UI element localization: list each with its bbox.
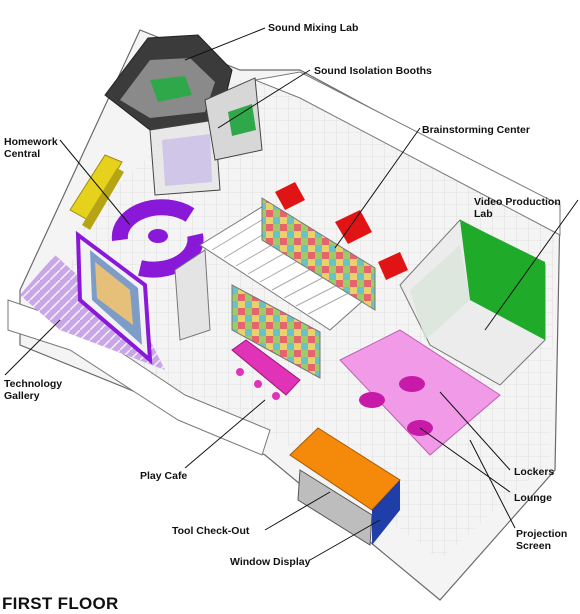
sound-isolation-booths	[149, 77, 263, 196]
homework-central-desks	[69, 154, 124, 230]
stair-mosaic-wall	[231, 284, 321, 379]
leader-lines	[4, 27, 579, 561]
label-play-cafe: Play Cafe	[140, 470, 188, 482]
video-production-lab	[399, 219, 546, 386]
floor-title: FIRST FLOOR	[2, 594, 119, 613]
label-homework-central: Homework Central	[4, 136, 58, 160]
label-lounge: Lounge	[514, 492, 552, 504]
label-window-display: Window Display	[230, 556, 311, 568]
label-sound-isolation-booths: Sound Isolation Booths	[314, 65, 432, 77]
exterior-wall-north	[253, 71, 561, 236]
lounge-area	[339, 329, 501, 456]
label-sound-mixing-lab: Sound Mixing Lab	[268, 22, 359, 34]
label-brainstorming-center: Brainstorming Center	[422, 124, 530, 136]
label-technology-gallery: Technology Gallery	[4, 378, 63, 402]
tool-check-out-booth	[289, 427, 401, 546]
label-lockers: Lockers	[514, 466, 555, 478]
homework-central-purple-seating	[111, 199, 204, 278]
sound-mixing-lab-pod	[104, 34, 233, 131]
play-cafe-counter	[231, 339, 301, 400]
label-projection-screen: Projection Screen	[516, 528, 568, 552]
label-video-production-lab: Video Production Lab	[474, 196, 561, 220]
label-tool-check-out: Tool Check-Out	[172, 525, 250, 537]
technology-gallery	[20, 230, 165, 370]
